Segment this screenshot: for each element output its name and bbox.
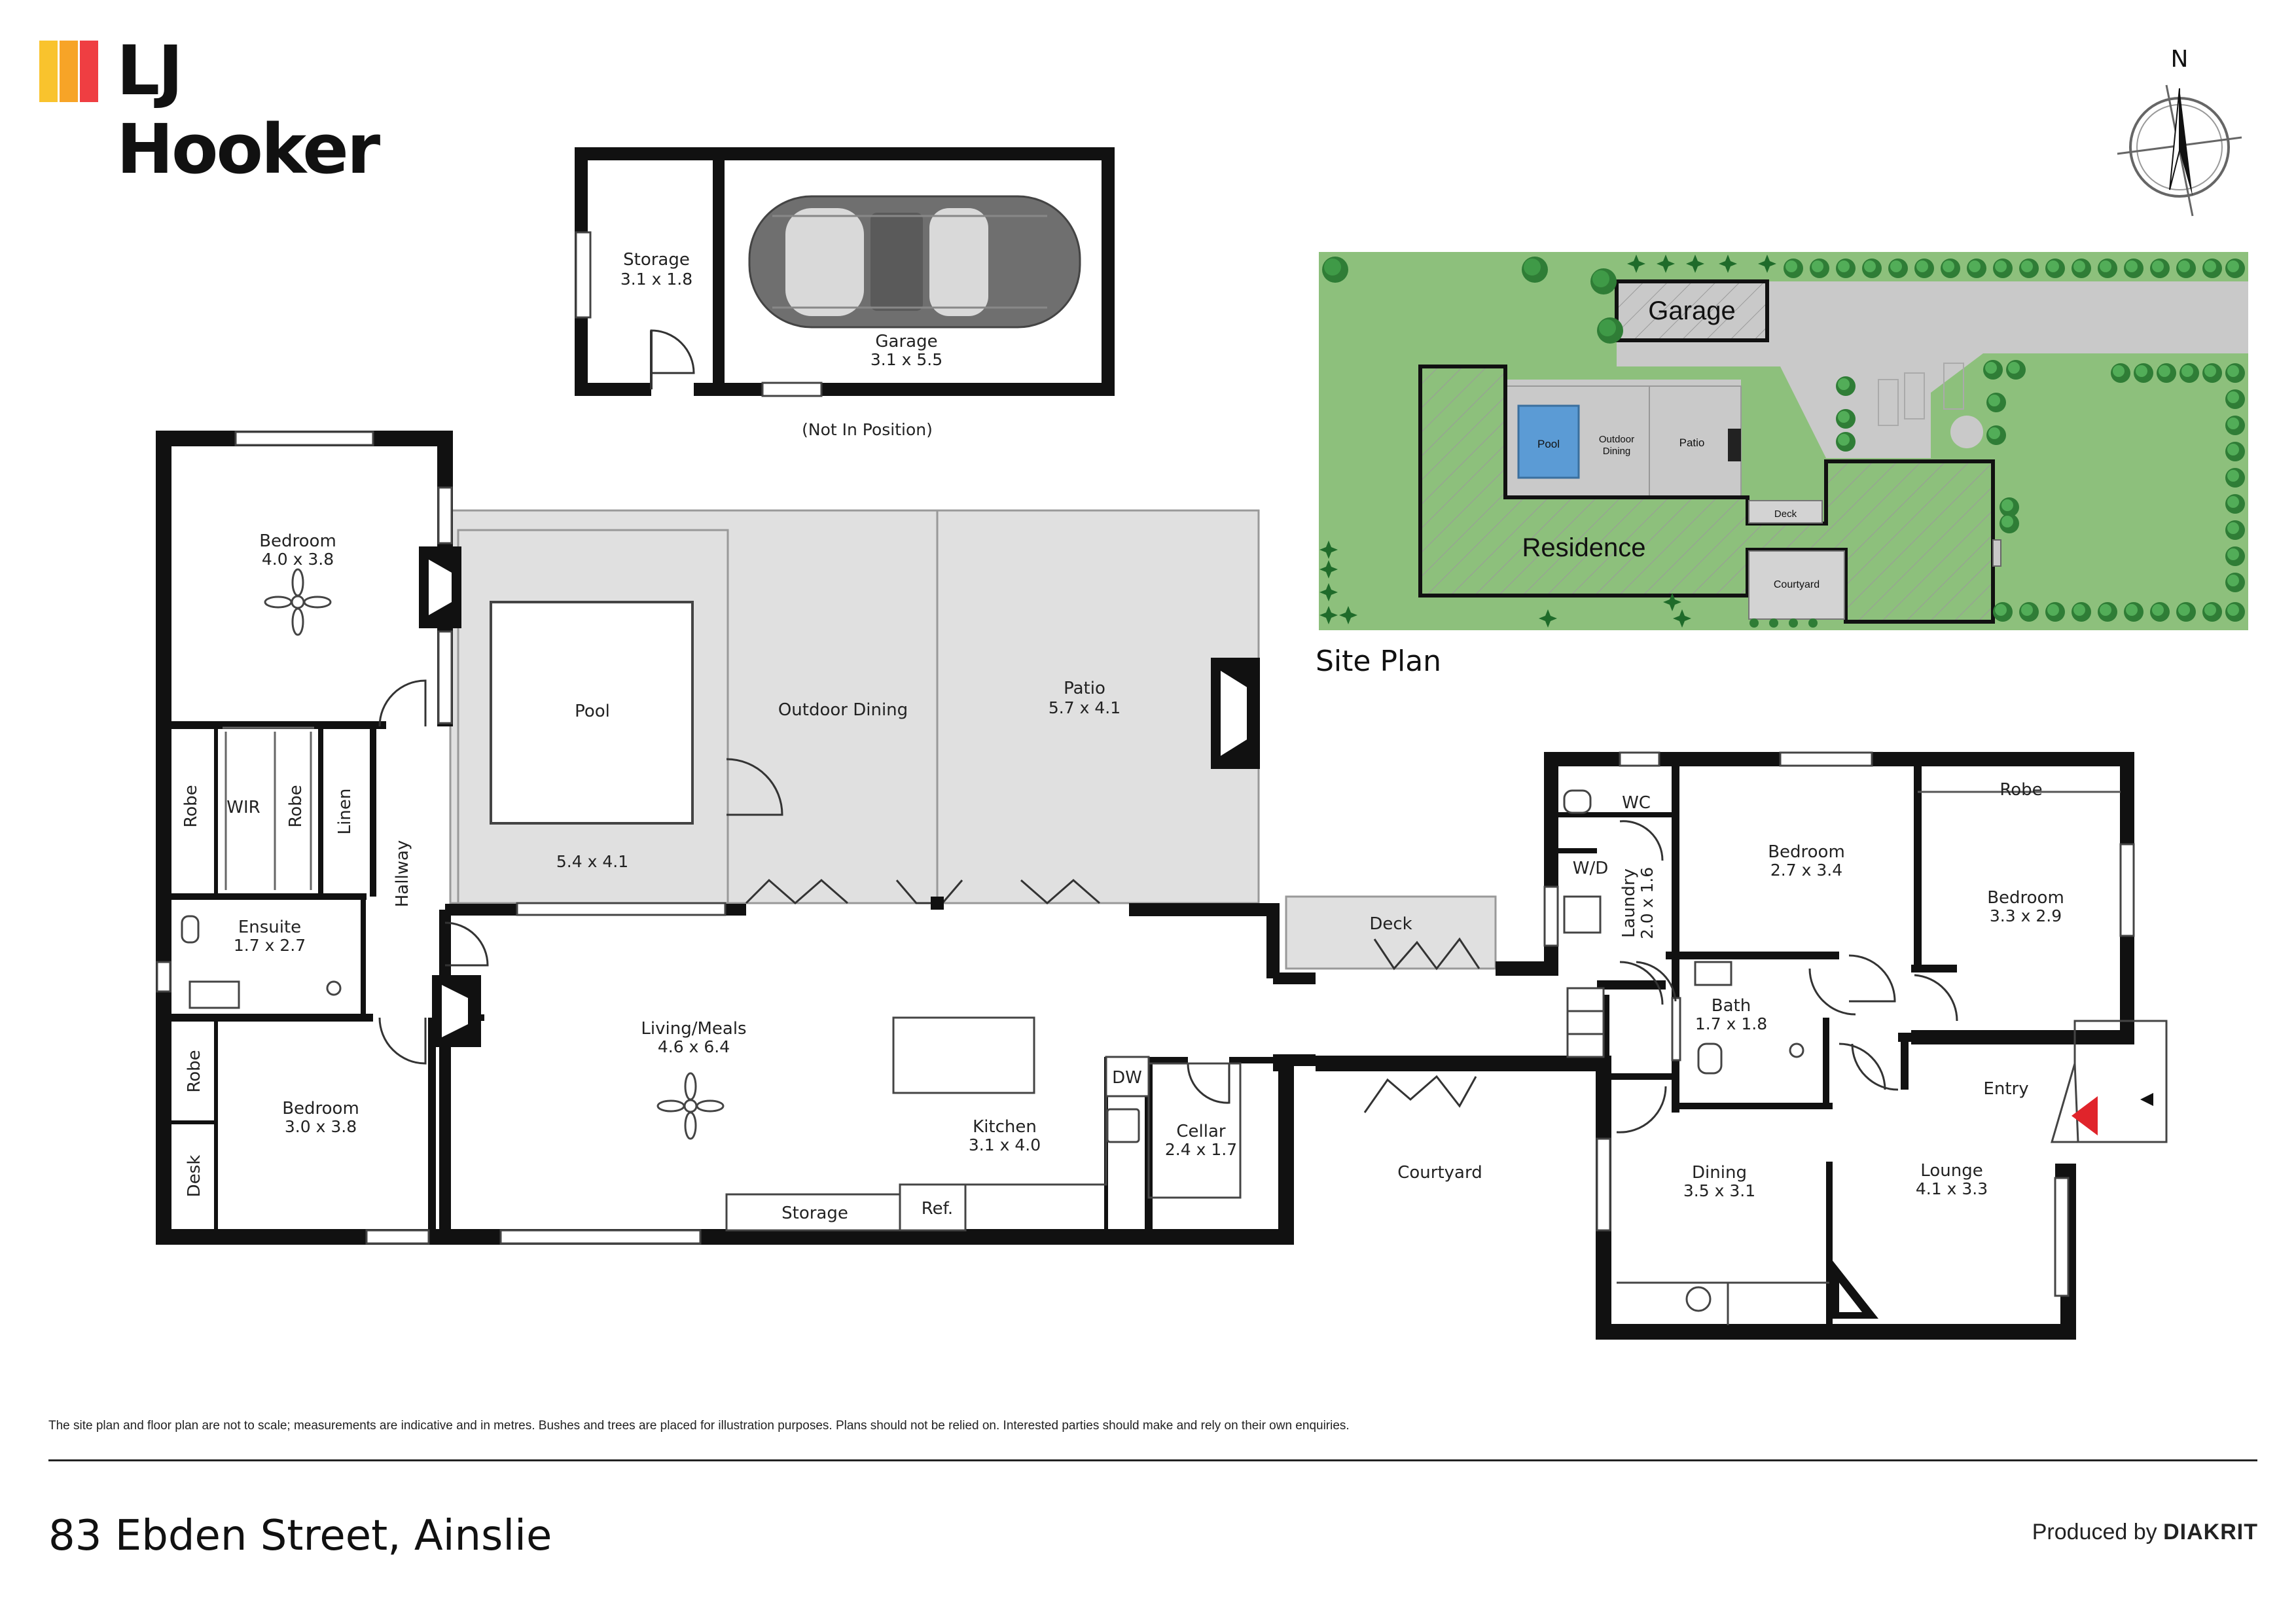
ensuite-name: Ensuite <box>238 918 301 937</box>
entry-label: Entry <box>1983 1079 2028 1099</box>
pool-size: 5.4 x 4.1 <box>556 852 628 871</box>
desk-label: Desk <box>185 1155 204 1198</box>
ceiling-fan-icon <box>264 568 332 636</box>
car-icon <box>748 195 1081 329</box>
patio-name: Patio <box>1064 679 1105 698</box>
robe-label-4: Robe <box>2000 780 2042 800</box>
site-patio-label: Patio <box>1679 437 1705 449</box>
outdoor-dining-label: Outdoor Dining <box>778 700 908 720</box>
site-residence <box>1418 365 1995 624</box>
wir-label: WIR <box>226 798 260 817</box>
room-labels: Bedroom 4.0 x 3.8 WIR Robe Robe Linen Ha… <box>181 531 2064 1223</box>
logo-bar-red <box>80 41 98 102</box>
fireplace-icon <box>432 975 481 1047</box>
brand-name: LJ Hooker <box>117 31 380 189</box>
site-garage-label: Garage <box>1648 296 1735 325</box>
bath-size: 1.7 x 1.8 <box>1695 1014 1767 1033</box>
footer-divider <box>48 1459 2257 1461</box>
robe-label-2: Robe <box>286 785 306 827</box>
site-garage <box>1615 279 1769 342</box>
storage-size: 3.1 x 1.8 <box>620 270 692 289</box>
wd-label: W/D <box>1573 859 1609 878</box>
wc-label: WC <box>1622 793 1651 813</box>
site-plan-title: Site Plan <box>1316 645 1442 678</box>
deck-label: Deck <box>1369 914 1412 934</box>
garage-name: Garage <box>875 332 937 351</box>
main-house <box>156 431 1497 1245</box>
ceiling-fan-icon <box>656 1072 725 1140</box>
living-name: Living/Meals <box>641 1019 746 1039</box>
pool <box>490 601 694 825</box>
linen-label: Linen <box>335 789 355 835</box>
site-residence-label: Residence <box>1522 533 1645 562</box>
living-size: 4.6 x 6.4 <box>658 1037 730 1056</box>
laundry-size: 2.0 x 1.6 <box>1638 867 1657 939</box>
site-driveway <box>1617 281 2248 458</box>
site-plan: Pool Outdoor Dining Patio Garage Deck Co… <box>1319 252 2248 630</box>
compass-north-label: N <box>2171 46 2189 73</box>
not-in-position-note: (Not In Position) <box>802 420 933 439</box>
site-courtyard-label: Courtyard <box>1774 579 1820 590</box>
robe-label-1: Robe <box>181 785 201 827</box>
producer-name: DIAKRIT <box>2163 1520 2258 1544</box>
lounge-size: 4.1 x 3.3 <box>1916 1179 1988 1198</box>
bedroom4-size: 3.3 x 2.9 <box>1990 906 2062 925</box>
logo-bar-orange <box>60 41 78 102</box>
dining-size: 3.5 x 3.1 <box>1683 1181 1755 1200</box>
logo-bar-yellow <box>39 41 58 102</box>
kitchen-size: 3.1 x 4.0 <box>969 1135 1041 1154</box>
site-outdoor-dining-label-1: Outdoor <box>1599 434 1634 445</box>
east-wing <box>1316 751 2168 1340</box>
bath-name: Bath <box>1712 996 1751 1016</box>
pool-name: Pool <box>575 702 610 721</box>
lj-hooker-logo: LJ Hooker <box>39 31 445 188</box>
hallway-label: Hallway <box>393 840 412 908</box>
disclaimer: The site plan and floor plan are not to … <box>48 1419 1350 1433</box>
laundry-name: Laundry <box>1619 868 1639 938</box>
bedroom1-size: 4.0 x 3.8 <box>262 550 334 569</box>
ensuite-size: 1.7 x 2.7 <box>234 936 306 955</box>
deck <box>1285 895 1497 970</box>
courtyard-label: Courtyard <box>1397 1163 1482 1183</box>
bedroom2-name: Bedroom <box>282 1099 359 1118</box>
cellar-size: 2.4 x 1.7 <box>1165 1140 1237 1159</box>
bedroom3-size: 2.7 x 3.4 <box>1770 861 1842 880</box>
fireplace-icon <box>419 546 461 628</box>
ref-label: Ref. <box>922 1199 953 1219</box>
storage-label: Storage <box>781 1204 848 1223</box>
cellar-name: Cellar <box>1176 1122 1226 1141</box>
kitchen-name: Kitchen <box>973 1117 1037 1137</box>
produced-by-label: Produced by <box>2032 1520 2157 1544</box>
dw-label: DW <box>1112 1068 1142 1088</box>
bedroom1-name: Bedroom <box>259 531 336 551</box>
dining-name: Dining <box>1692 1163 1747 1183</box>
north-compass-icon: N <box>2114 39 2245 229</box>
outbuilding: Storage 3.1 x 1.8 Garage 3.1 x 5.5 (Not … <box>575 147 1115 439</box>
lounge-name: Lounge <box>1920 1161 1982 1181</box>
site-deck-label: Deck <box>1774 508 1797 520</box>
bedroom4-name: Bedroom <box>1987 888 2064 908</box>
bedroom2-size: 3.0 x 3.8 <box>285 1117 357 1136</box>
producer-credit: Produced by DIAKRIT <box>2032 1520 2258 1545</box>
site-pool <box>1517 404 1580 479</box>
entry-arrow-icon <box>2072 1096 2098 1135</box>
property-address: 83 Ebden Street, Ainslie <box>48 1512 552 1560</box>
robe-label-3: Robe <box>185 1050 204 1092</box>
garage-size: 3.1 x 5.5 <box>870 350 942 369</box>
bedroom3-name: Bedroom <box>1768 842 1845 862</box>
site-pool-label: Pool <box>1537 438 1560 450</box>
storage-name: Storage <box>623 250 690 270</box>
site-outdoor-dining-label-2: Dining <box>1603 446 1631 457</box>
patio-size: 5.7 x 4.1 <box>1049 698 1121 717</box>
fireplace-icon <box>1211 658 1260 769</box>
